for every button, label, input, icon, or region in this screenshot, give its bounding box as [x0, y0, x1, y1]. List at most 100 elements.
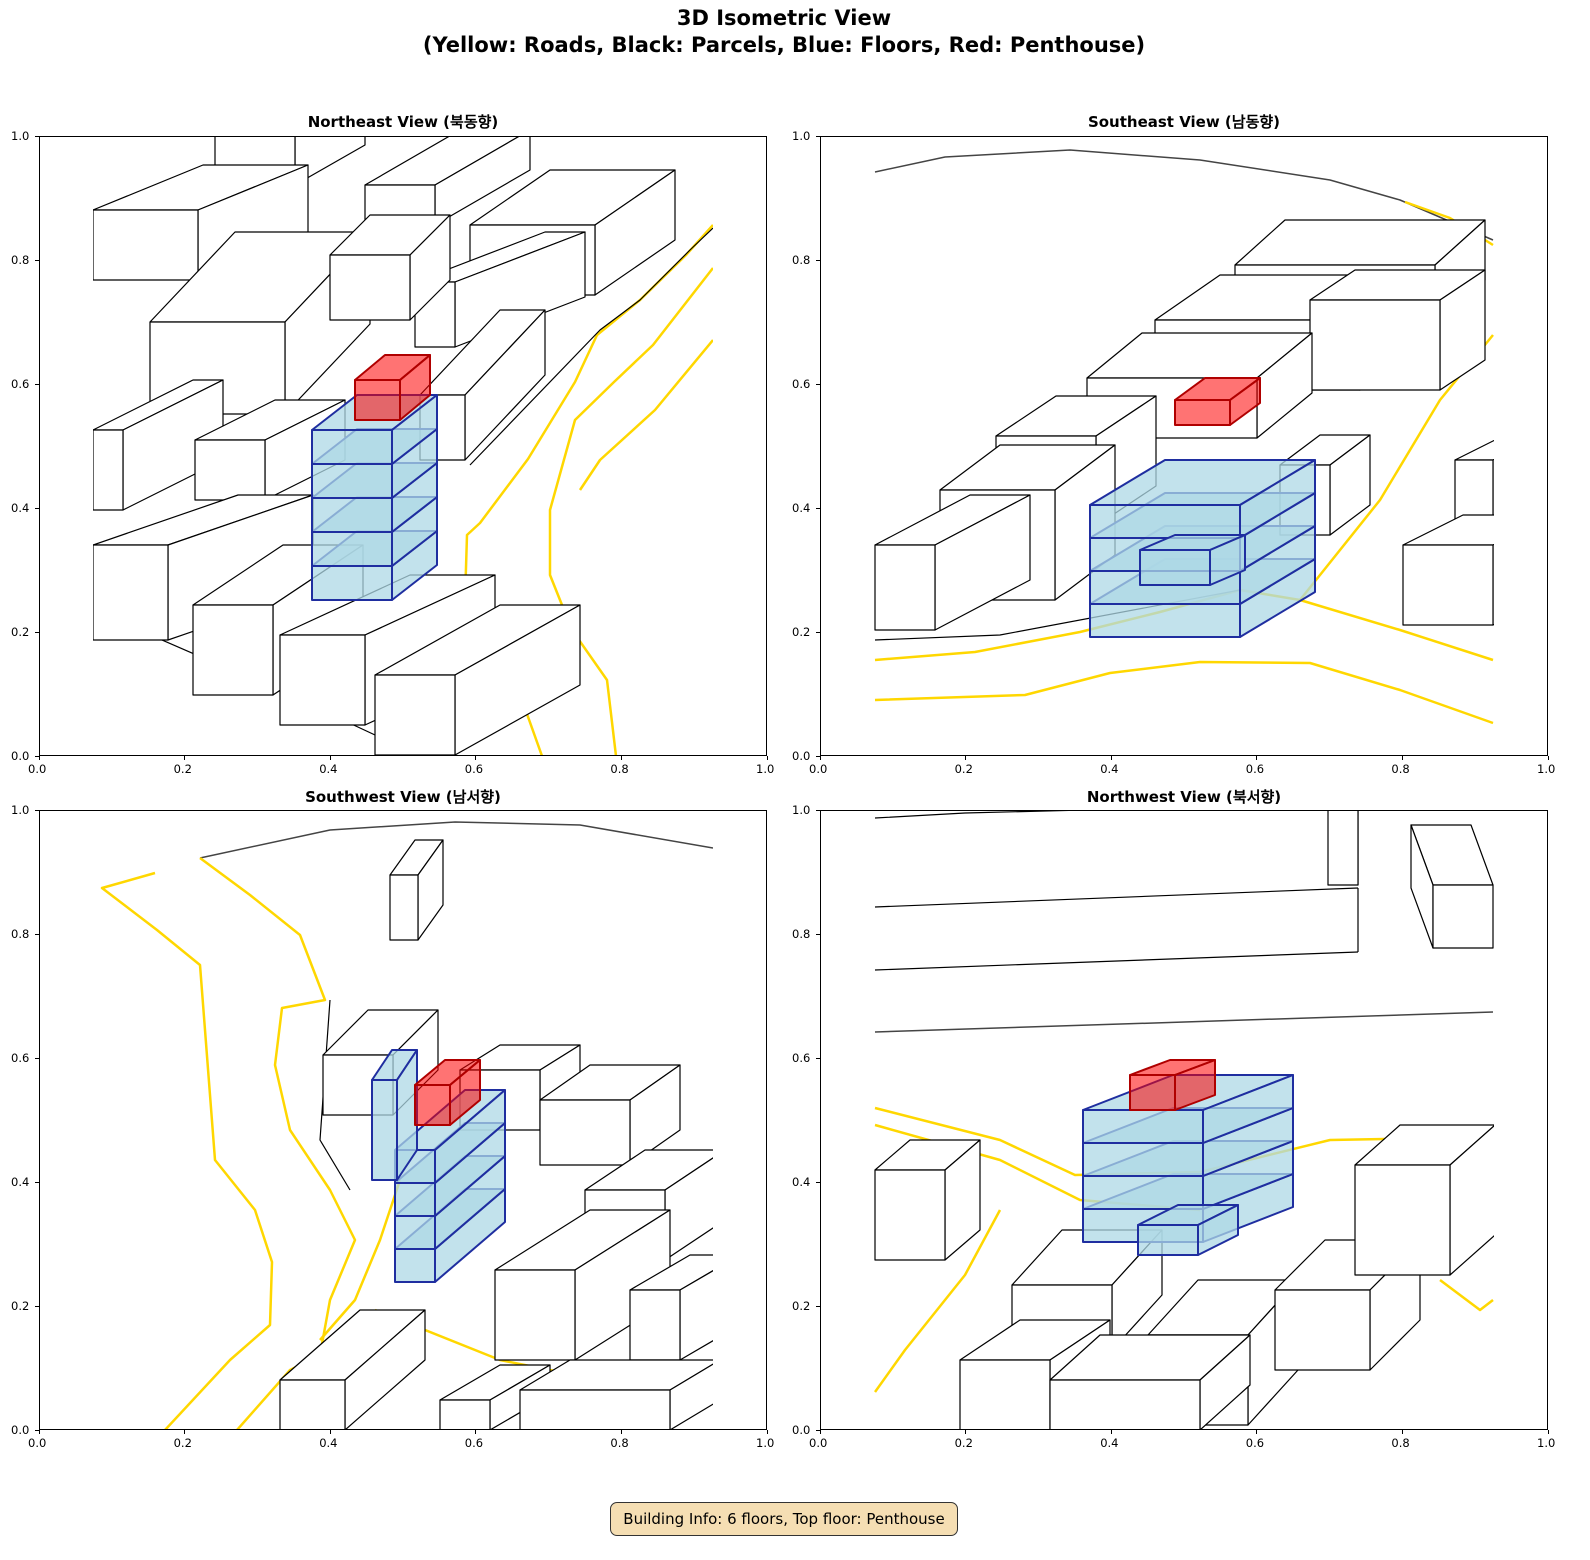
x-tick-mark: [1547, 1430, 1549, 1434]
floor-block-front: [1139, 549, 1211, 586]
x-tick-label: 0.0: [28, 762, 47, 776]
y-tick-label: 0.6: [11, 377, 30, 391]
x-tick-mark: [1110, 1430, 1112, 1434]
parcel-line: [874, 951, 1359, 971]
x-tick-mark: [766, 756, 768, 760]
building-block: [519, 1359, 713, 1429]
x-tick-mark: [1256, 756, 1258, 760]
figure-subtitle: (Yellow: Roads, Black: Parcels, Blue: Fl…: [422, 33, 1146, 57]
building-block-side: [1492, 458, 1494, 531]
building-block-front: [1327, 811, 1359, 886]
building-block: [874, 1139, 981, 1261]
floor-block-front: [311, 565, 393, 601]
y-tick-mark: [35, 383, 39, 385]
y-tick-label: 0.4: [11, 501, 30, 515]
x-tick-mark: [475, 756, 477, 760]
panel-title-northwest: Northwest View (북서향): [1086, 788, 1282, 806]
y-tick-label: 0.0: [11, 749, 30, 763]
road-line: [578, 339, 713, 491]
y-tick-mark: [816, 259, 820, 261]
x-tick-label: 0.8: [610, 762, 629, 776]
y-tick-label: 0.6: [11, 1051, 30, 1065]
road-line: [100, 871, 274, 1429]
x-tick-label: 0.6: [464, 762, 484, 776]
x-tick-label: 1.0: [1537, 762, 1556, 776]
building-block-front: [93, 209, 199, 281]
y-tick-mark: [816, 1181, 820, 1183]
y-tick-mark: [816, 383, 820, 385]
x-tick-mark: [38, 756, 40, 760]
y-tick-label: 0.4: [11, 1175, 30, 1189]
figure-title: 3D Isometric View: [676, 6, 892, 30]
floor-block-front: [1089, 504, 1241, 539]
y-tick-mark: [35, 1429, 39, 1431]
scene-group: [874, 811, 1494, 1429]
y-tick-mark: [35, 933, 39, 935]
building-block-front: [1274, 1289, 1371, 1371]
building-block: [389, 839, 444, 941]
scene-clip: [874, 811, 1494, 1429]
building-block-top: [1454, 439, 1494, 461]
parcel-line: [319, 999, 351, 1191]
building-block-side: [1492, 543, 1494, 626]
penthouse-block: [1129, 1059, 1216, 1111]
building-block-front: [1049, 1379, 1201, 1429]
road-line: [874, 1209, 1002, 1393]
floor-block-front: [394, 1215, 436, 1250]
x-tick-mark: [1401, 756, 1403, 760]
x-tick-mark: [329, 1430, 331, 1434]
y-tick-label: 1.0: [11, 129, 30, 143]
scene-drawing: [874, 149, 1494, 725]
scene-group: [93, 137, 713, 755]
penthouse-block: [1174, 377, 1261, 426]
y-tick-mark: [816, 631, 820, 633]
y-tick-label: 0.2: [792, 1299, 811, 1313]
building-block: [329, 214, 451, 321]
building-block: [629, 1254, 713, 1361]
y-tick-mark: [816, 933, 820, 935]
y-tick-label: 0.2: [11, 1299, 30, 1313]
y-tick-label: 0.8: [11, 927, 30, 941]
x-tick-mark: [184, 1430, 186, 1434]
penthouse-block: [354, 354, 431, 421]
y-tick-mark: [35, 809, 39, 811]
scene-group: [100, 821, 713, 1429]
scene-clip: [874, 149, 1494, 725]
parcel-line: [874, 887, 1359, 908]
floor-block: [1137, 1204, 1239, 1256]
x-tick-label: 1.0: [756, 762, 775, 776]
floor-block-front: [1137, 1224, 1199, 1256]
building-block: [374, 604, 581, 755]
building-block-front: [374, 674, 456, 755]
y-tick-label: 0.0: [792, 1423, 811, 1437]
building-block: [539, 1064, 681, 1166]
panel-title-southwest: Southwest View (남서향): [305, 788, 501, 806]
x-tick-label: 0.2: [173, 762, 192, 776]
y-tick-mark: [35, 507, 39, 509]
x-tick-label: 0.2: [954, 762, 973, 776]
floor-block-front: [1089, 603, 1241, 638]
x-tick-label: 0.2: [173, 1436, 192, 1450]
y-tick-label: 1.0: [792, 803, 811, 817]
y-tick-mark: [35, 259, 39, 261]
y-tick-mark: [816, 1057, 820, 1059]
x-tick-label: 0.6: [1245, 762, 1265, 776]
x-tick-label: 0.6: [464, 1436, 484, 1450]
floor-block-front: [1082, 1142, 1204, 1177]
x-tick-label: 0.4: [1100, 762, 1119, 776]
parcel-line: [874, 1011, 1494, 1033]
x-tick-mark: [620, 756, 622, 760]
y-tick-label: 0.8: [792, 253, 811, 267]
building-info-box: Building Info: 6 floors, Top floor: Pent…: [610, 1502, 958, 1536]
y-tick-mark: [816, 809, 820, 811]
floor-block-front: [1082, 1109, 1204, 1144]
axes-southeast: [820, 136, 1548, 756]
building-block-front: [329, 254, 411, 321]
x-tick-label: 0.4: [1100, 1436, 1119, 1450]
building-block-front: [1354, 1164, 1451, 1276]
building-block-front: [279, 634, 366, 726]
x-tick-mark: [819, 1430, 821, 1434]
parcel-line: [874, 811, 1070, 819]
y-tick-mark: [35, 631, 39, 633]
